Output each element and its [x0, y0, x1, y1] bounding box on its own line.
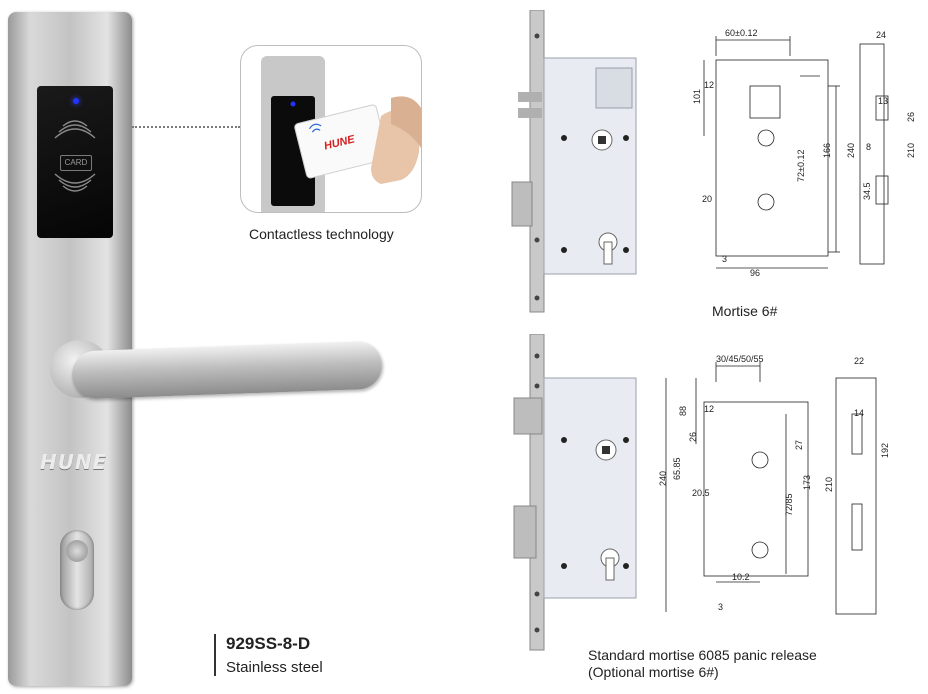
caption-divider — [214, 634, 216, 676]
inset-caption: Contactless technology — [249, 226, 394, 242]
dim-label: 3 — [718, 602, 723, 612]
contactless-inset: HUNE — [240, 45, 422, 213]
dim-label: 101 — [692, 89, 702, 104]
dim-label: 20.5 — [692, 488, 710, 498]
dim-label: 12 — [704, 80, 714, 90]
dim-label: 30/45/50/55 — [716, 354, 764, 364]
dim-label: 14 — [854, 408, 864, 418]
dim-label: 96 — [750, 268, 760, 278]
dim-label: 26 — [688, 432, 698, 442]
material-label: Stainless steel — [226, 659, 323, 676]
dim-label: 166 — [822, 143, 832, 158]
lever-handle — [71, 340, 383, 400]
mortise-bottom-caption-line1: Standard mortise 6085 panic release — [588, 647, 817, 663]
mortise-photo-bottom — [513, 334, 637, 651]
dim-label: 60±0.12 — [725, 28, 757, 38]
dim-label: 10.2 — [732, 572, 750, 582]
dim-label: 8 — [866, 142, 871, 152]
mortise-drawing-bottom: 30/45/50/55 22 88 12 26 27 240 65.85 173… — [658, 354, 890, 615]
dim-label: 173 — [802, 475, 812, 490]
dim-label: 210 — [824, 477, 834, 492]
dim-label: 88 — [678, 406, 688, 416]
dim-label: 210 — [906, 143, 916, 158]
dim-label: 12 — [704, 404, 714, 414]
dim-label: 240 — [658, 471, 668, 486]
model-number: 929SS-8-D — [226, 634, 311, 653]
contactless-illustration: HUNE — [261, 56, 421, 212]
dim-label: 34.5 — [862, 182, 872, 200]
dim-label: 27 — [794, 440, 804, 450]
mortise-drawing-top: 60±0.12 24 101 12 166 240 72±0.12 210 13… — [692, 28, 916, 278]
status-led — [73, 98, 79, 104]
dim-label: 20 — [702, 194, 712, 204]
keyhole-icon — [66, 540, 88, 562]
dim-label: 13 — [878, 96, 888, 106]
rfid-waves-icon — [54, 120, 96, 192]
dim-label: 24 — [876, 30, 886, 40]
dim-label: 72±0.12 — [796, 150, 806, 182]
dim-label: 72/85 — [784, 493, 794, 516]
inset-connector — [132, 126, 240, 128]
brand-logo: HUNE — [40, 450, 108, 474]
mortise-photo-top — [511, 10, 637, 313]
dim-label: 240 — [846, 143, 856, 158]
dim-label: 22 — [854, 356, 864, 366]
card-reader-panel — [37, 86, 113, 238]
dim-label: 26 — [906, 112, 916, 122]
dim-label: 65.85 — [672, 457, 682, 480]
card-label: CARD — [60, 155, 92, 171]
dim-label: 3 — [722, 254, 727, 264]
mortise-top-caption: Mortise 6# — [712, 303, 778, 319]
mortise-bottom-caption-line2: (Optional mortise 6#) — [588, 664, 719, 680]
dim-label: 192 — [880, 443, 890, 458]
